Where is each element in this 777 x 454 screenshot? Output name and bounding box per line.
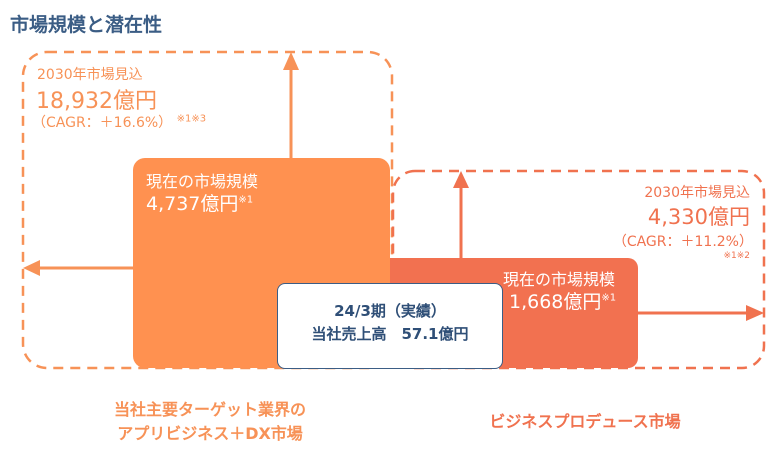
right-current-value: 1,668億円 (509, 291, 602, 313)
left-forecast-label: 2030年市場見込 (37, 67, 143, 83)
left-forecast-value: 18,932億円 (36, 89, 157, 114)
right-cagr-note: ※1※2 (723, 251, 750, 261)
right-up-arrow (453, 171, 469, 258)
left-caption-line1: 当社主要ターゲット業界の (113, 400, 306, 419)
right-forecast-value: 4,330億円 (647, 205, 750, 229)
right-caption: ビジネスプロデュース市場 (489, 412, 681, 431)
company-period: 24/3期（実績） (334, 302, 446, 320)
right-current-note: ※1 (601, 292, 617, 304)
left-side-arrow (23, 260, 133, 276)
left-up-arrow (283, 52, 299, 158)
page-title: 市場規模と潜在性 (10, 14, 163, 36)
left-cagr-note: ※1※3 (176, 113, 207, 125)
company-sales: 当社売上高 57.1億円 (311, 325, 469, 343)
left-caption-line2: アプリビジネス＋DX市場 (117, 424, 303, 443)
left-current-note: ※1 (238, 194, 254, 206)
right-cagr: （CAGR：＋11.2%） (612, 234, 753, 250)
left-current-label: 現在の市場規模 (146, 172, 259, 191)
left-current-value: 4,737億円 (146, 193, 239, 215)
company-sales-box: 24/3期（実績） 当社売上高 57.1億円 (277, 283, 503, 369)
right-side-arrow (638, 305, 764, 321)
right-current-label: 現在の市場規模 (503, 270, 616, 289)
left-cagr: （CAGR：＋16.6%） (32, 115, 173, 131)
right-forecast-label: 2030年市場見込 (644, 185, 750, 201)
left-forecast-dashed-box (21, 50, 394, 370)
